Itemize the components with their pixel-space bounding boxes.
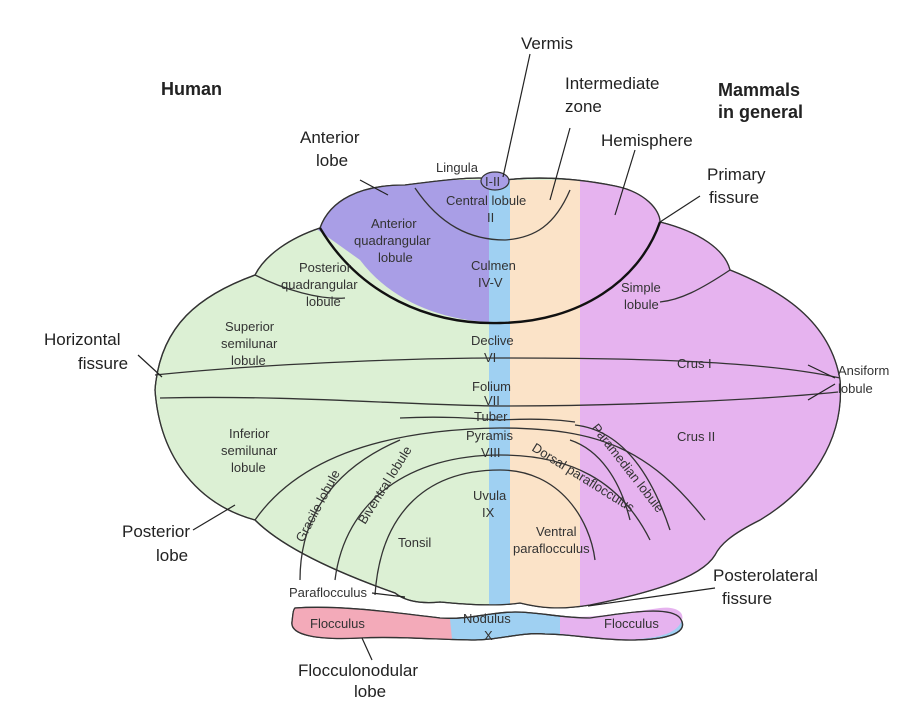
label-post-quad-1: Posterior [299,260,352,275]
primary-fissure-line [318,221,662,325]
label-sup-semi-3: lobule [231,353,266,368]
paraflocculus-pointer [371,592,406,598]
label-posterior-lobe-2: lobe [156,546,188,565]
header-human: Human [161,79,222,99]
label-ansiform-1: Ansiform [838,363,889,378]
label-paraflocculus: Paraflocculus [289,585,368,600]
label-simple-1: Simple [621,280,661,295]
label-culmen-1: Culmen [471,258,516,273]
anterior-lobe-pointer [359,179,389,196]
pyramis-outer-line [254,427,706,521]
vermis-pointer [502,53,531,178]
label-declive-2: VI [484,350,496,365]
label-post-quad-3: lobule [306,294,341,309]
label-culmen-2: IV-V [478,275,503,290]
label-ventral-para-2: paraflocculus [513,541,590,556]
horizontal-fissure-pointer [137,354,163,378]
anterior-lobe-region [300,180,489,322]
ansiform-pointer-2 [807,383,836,401]
label-vermis: Vermis [521,34,573,53]
label-horizontal-fissure-1: Horizontal [44,330,121,349]
label-flocculus-left: Flocculus [310,616,365,631]
folium-lower-line [159,391,839,407]
label-horizontal-fissure-2: fissure [78,354,128,373]
label-inf-semi-2: semilunar [221,443,278,458]
label-primary-fissure-2: fissure [709,188,759,207]
label-ant-quad-3: lobule [378,250,413,265]
label-posterolateral-2: fissure [722,589,772,608]
label-folium-2: VII [484,393,500,408]
uvula-line [374,469,596,596]
label-flocculonodular-2: lobe [354,682,386,701]
label-uvula-2: IX [482,505,495,520]
simple-lobule-line [659,269,731,303]
lingula-bump [480,171,510,191]
dorsal-para-line [569,439,631,521]
posterolateral-pointer [587,587,716,607]
label-posterolateral-1: Posterolateral [713,566,818,585]
central-lobule-line [414,187,571,241]
intermediate-zone-region [510,180,580,608]
flocculus-right-region [560,607,683,640]
header-mammals: Mammals [718,80,800,100]
tuber-line [399,416,576,423]
label-ant-quad-2: quadrangular [354,233,431,248]
label-central-2: II [487,210,494,225]
label-simple-2: lobule [624,297,659,312]
primary-fissure-pointer [659,195,701,223]
posterior-quad-line [254,274,346,299]
cerebellum-outline [154,177,842,609]
label-hemisphere: Hemisphere [601,131,693,150]
label-central-1: Central lobule [446,193,526,208]
label-sup-semi-2: semilunar [221,336,278,351]
label-folium-1: Folium [472,379,511,394]
header-in-general: in general [718,102,803,122]
label-posterior-lobe-1: Posterior [122,522,190,541]
gracile-line [299,439,401,581]
label-flocculonodular-1: Flocculonodular [298,661,418,680]
label-uvula-1: Uvula [473,488,507,503]
label-ventral-para-1: Ventral [536,524,577,539]
label-inf-semi-3: lobule [231,460,266,475]
label-intermediate-2: zone [565,97,602,116]
hemisphere-pointer [614,149,636,216]
horizontal-fissure-line [154,357,841,379]
intermediate-pointer [549,127,571,201]
label-intermediate-1: Intermediate [565,74,660,93]
label-lingula: Lingula [436,160,479,175]
vermis-region [489,180,510,608]
paramedian-line [574,424,671,531]
label-anterior-lobe-1: Anterior [300,128,360,147]
label-anterior-lobe-2: lobe [316,151,348,170]
label-tuber: Tuber [474,409,508,424]
pyramis-inner-line [334,454,651,581]
label-pyramis-2: VIII [481,445,501,460]
label-lingula-num: I-II [485,174,500,189]
label-tonsil: Tonsil [398,535,431,550]
label-nodulus-1: Nodulus [463,611,511,626]
flocculonodular-outline [291,606,683,641]
posterior-lobe-pointer [192,504,236,531]
label-nodulus-2: X [484,628,493,643]
label-ant-quad-1: Anterior [371,216,417,231]
label-crus-ii: Crus II [677,429,715,444]
label-flocculus-right: Flocculus [604,616,659,631]
flocculonodular-pointer [361,637,373,661]
label-pyramis-1: Pyramis [466,428,513,443]
label-declive-1: Declive [471,333,514,348]
label-crus-i: Crus I [677,356,712,371]
ansiform-pointer-1 [807,364,836,379]
label-inf-semi-1: Inferior [229,426,270,441]
label-sup-semi-1: Superior [225,319,275,334]
label-ansiform-2: lobule [838,381,873,396]
label-post-quad-2: quadrangular [281,277,358,292]
label-primary-fissure-1: Primary [707,165,766,184]
